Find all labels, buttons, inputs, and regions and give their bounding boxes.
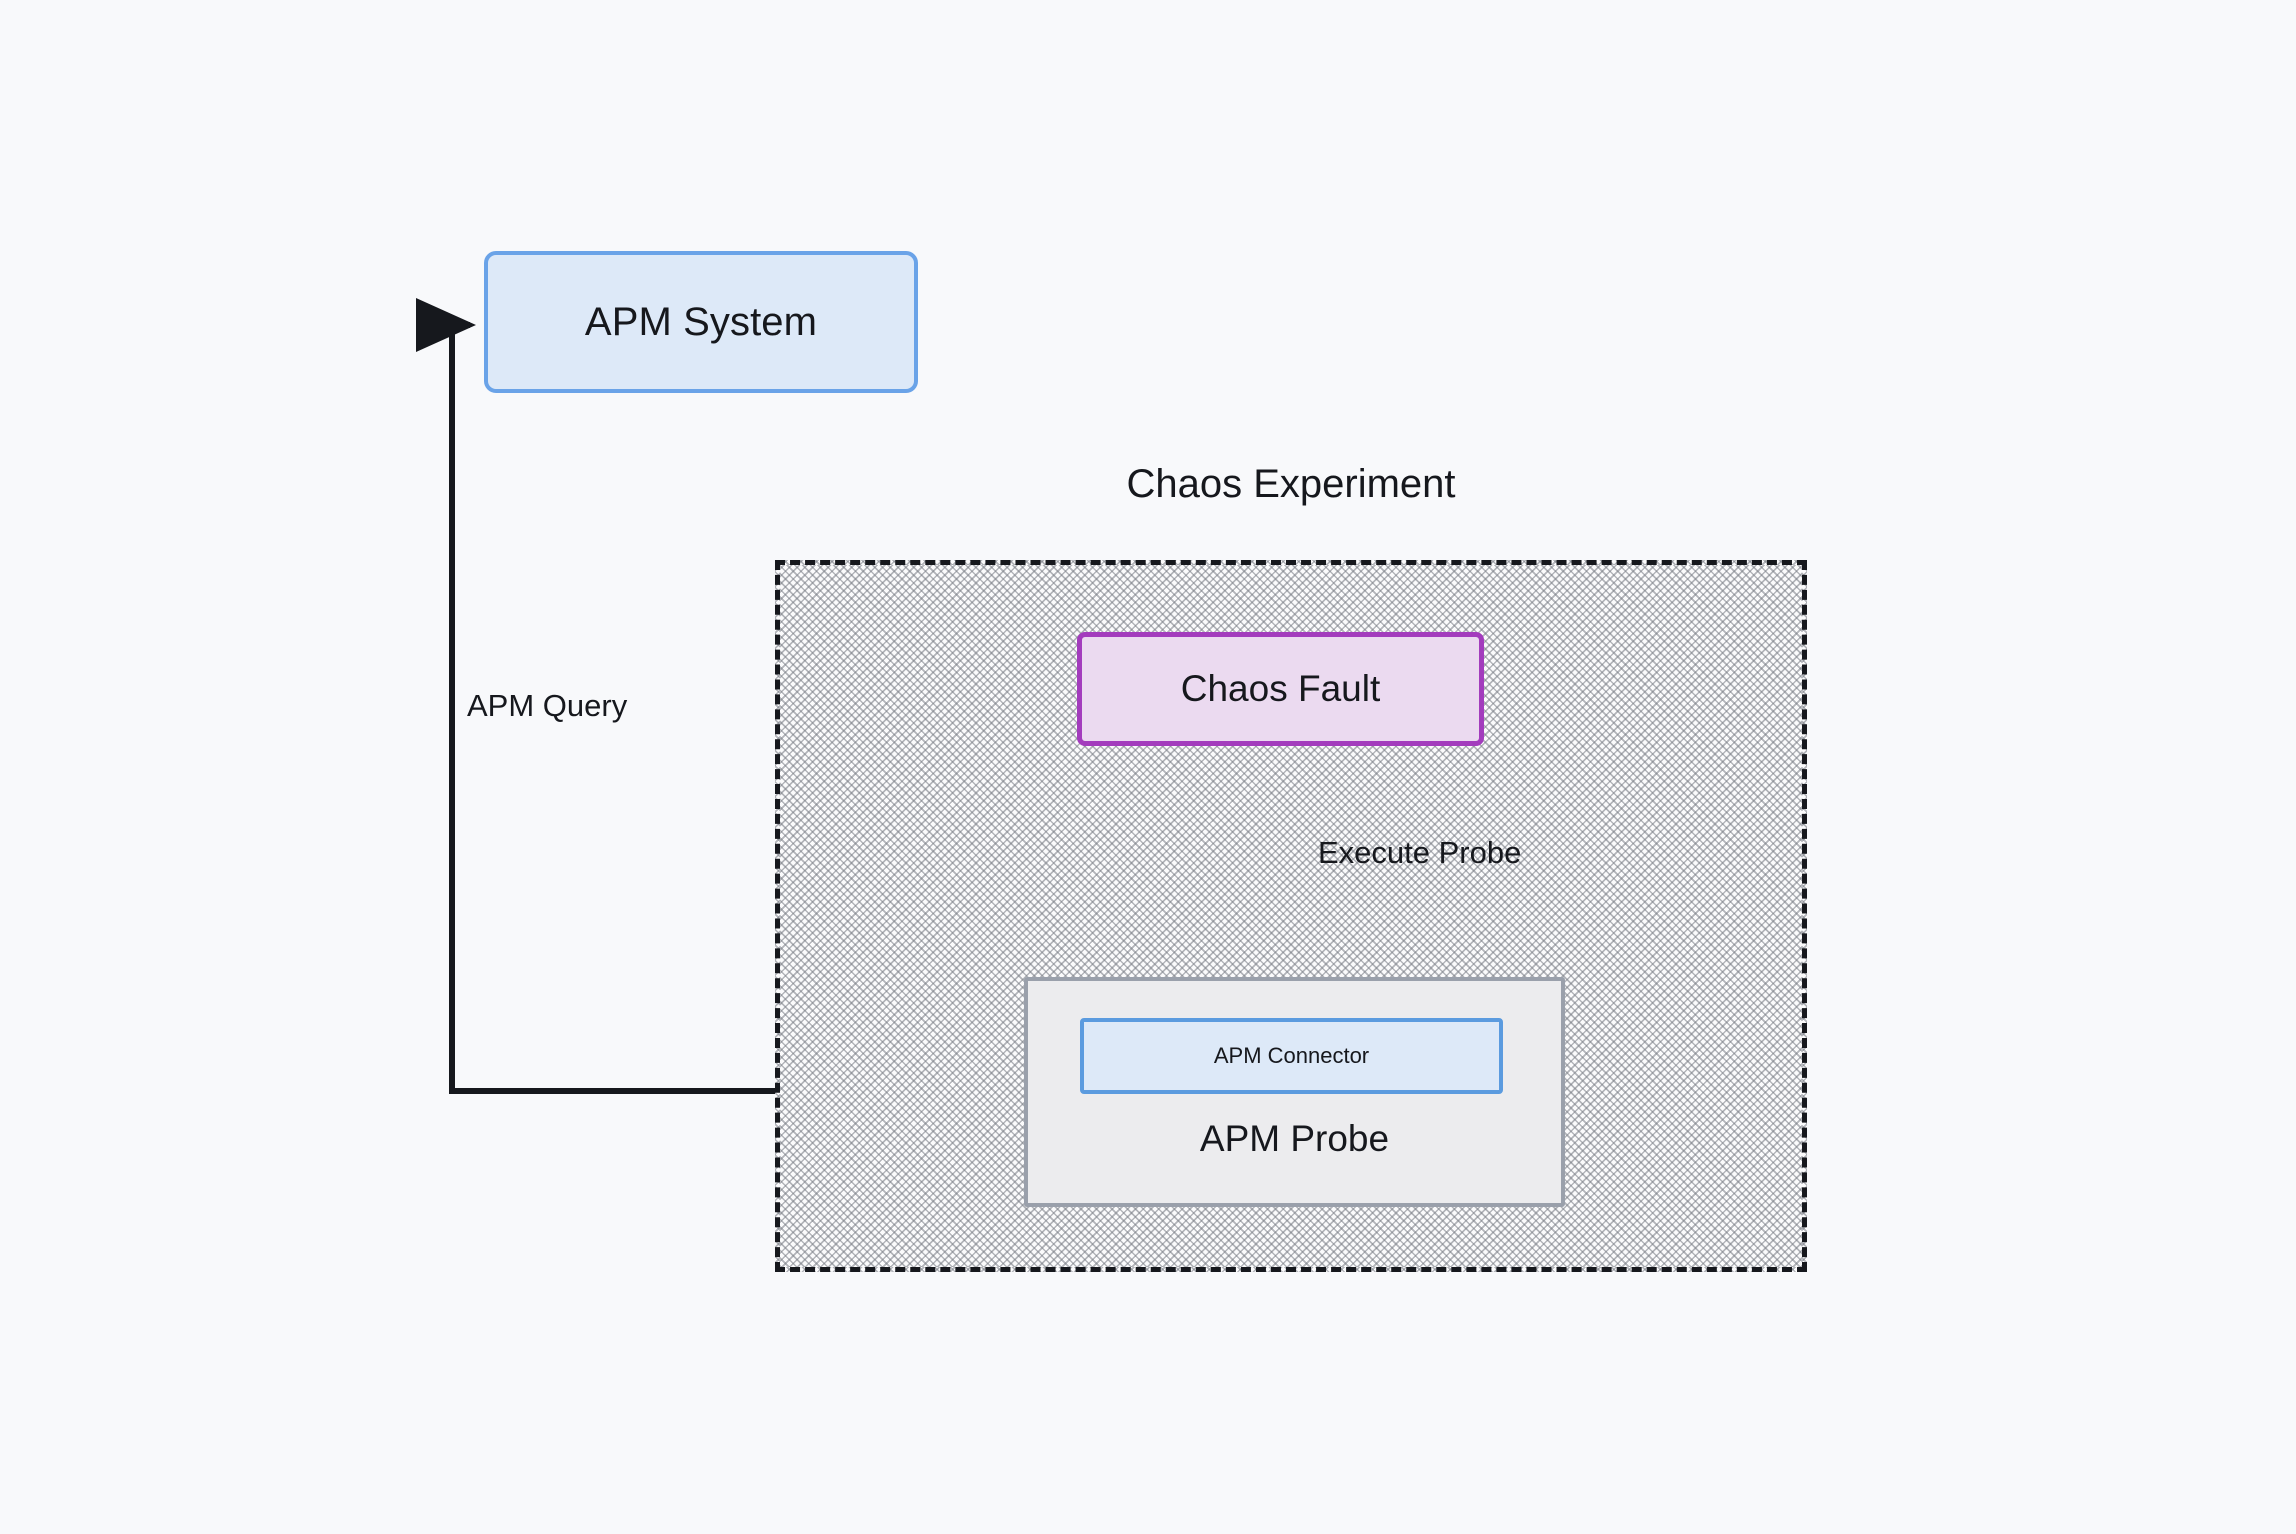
node-apm-connector[interactable]: APM Connector (1080, 1018, 1503, 1094)
edge-label-apm-query: APM Query (467, 688, 628, 723)
edge-label-execute-probe: Execute Probe (1318, 835, 1522, 870)
node-apm-probe-label: APM Probe (1199, 1118, 1390, 1159)
node-apm-connector-label: APM Connector (1213, 1043, 1370, 1068)
node-apm-probe[interactable]: APM Connector APM Probe (1024, 977, 1565, 1207)
node-chaos-fault-label: Chaos Fault (1180, 668, 1381, 709)
node-apm-system[interactable]: APM System (484, 251, 918, 393)
chaos-experiment-title: Chaos Experiment (1126, 462, 1456, 506)
node-chaos-fault[interactable]: Chaos Fault (1077, 632, 1484, 746)
node-apm-system-label: APM System (584, 299, 818, 344)
